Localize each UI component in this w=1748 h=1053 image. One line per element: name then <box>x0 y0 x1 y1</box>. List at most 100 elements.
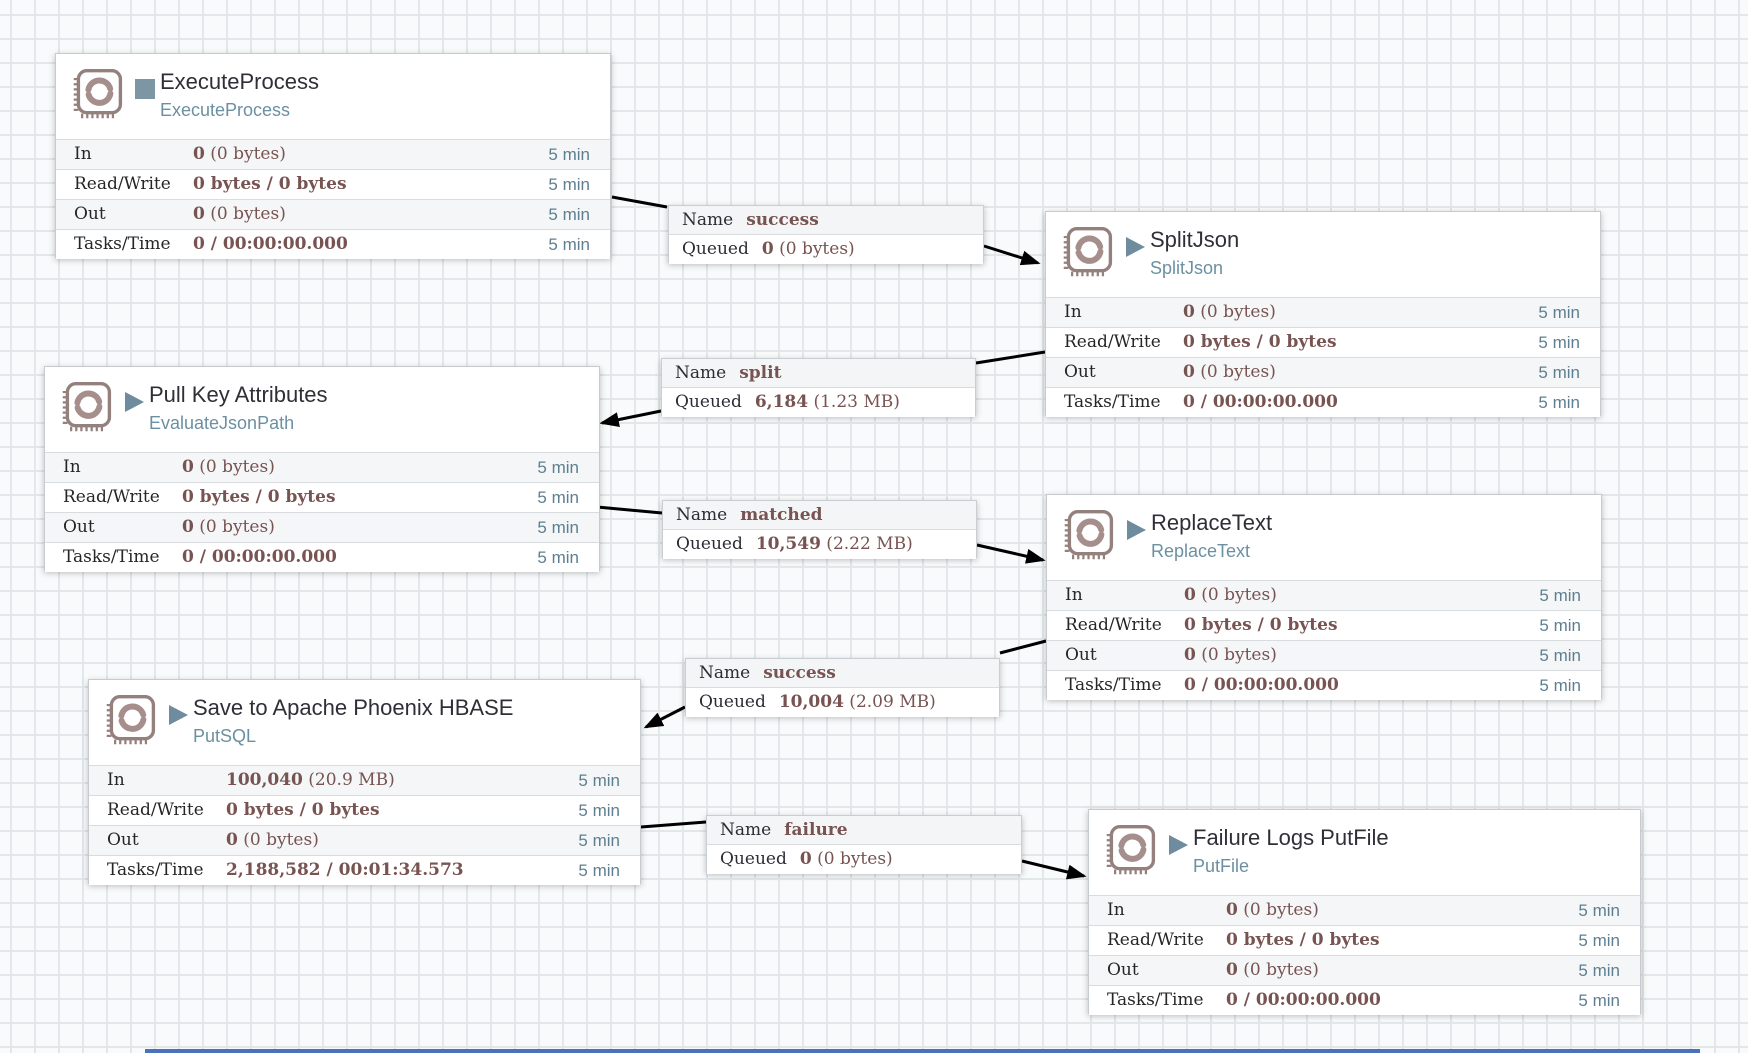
relationship-name: split <box>739 363 782 383</box>
stat-time-window: 5 min <box>1538 303 1580 322</box>
processor-stats: In 0 (0 bytes) 5 min Read/Write 0 bytes … <box>1047 580 1601 700</box>
processor-putfile[interactable]: Failure Logs PutFile PutFile In 0 (0 byt… <box>1088 809 1641 1015</box>
stat-row: Read/Write 0 bytes / 0 bytes 5 min <box>56 169 610 199</box>
processor-name: ExecuteProcess <box>160 69 319 94</box>
processor-type: SplitJson <box>1150 258 1224 278</box>
processor-stamp-icon <box>106 694 156 745</box>
connection-wire[interactable] <box>999 639 1047 655</box>
stat-value: 0 bytes / 0 bytes <box>1183 332 1337 352</box>
connection-wire[interactable] <box>599 409 662 428</box>
relationship-name: success <box>746 210 819 230</box>
stat-value: 0 (0 bytes) <box>193 144 286 164</box>
name-key: Name <box>720 820 772 840</box>
processor-splitjson[interactable]: SplitJson SplitJson In 0 (0 bytes) 5 min… <box>1045 211 1601 417</box>
connection-wire[interactable] <box>975 350 1046 365</box>
connection-wire[interactable] <box>976 543 1046 564</box>
stat-time-window: 5 min <box>1538 363 1580 382</box>
queued-size: (2.22 MB) <box>820 534 913 554</box>
running-icon <box>125 392 144 412</box>
stat-label: Read/Write <box>63 487 160 507</box>
stat-time-window: 5 min <box>1578 901 1620 920</box>
processor-stamp-icon <box>1064 509 1114 560</box>
stat-time-window: 5 min <box>537 488 579 507</box>
queued-key: Queued <box>699 692 766 712</box>
stat-row: Read/Write 0 bytes / 0 bytes 5 min <box>1089 925 1640 955</box>
stat-time-window: 5 min <box>548 175 590 194</box>
stat-label: Out <box>1065 645 1097 665</box>
stat-value: 0 (0 bytes) <box>193 204 286 224</box>
stat-time-window: 5 min <box>1578 991 1620 1010</box>
processor-replacetext[interactable]: ReplaceText ReplaceText In 0 (0 bytes) 5… <box>1046 494 1602 700</box>
stat-row: Out 0 (0 bytes) 5 min <box>1046 357 1600 387</box>
relationship-name: matched <box>740 505 823 525</box>
connection-wire[interactable] <box>643 705 686 729</box>
stat-value: 0 (0 bytes) <box>1184 645 1277 665</box>
stat-row: Read/Write 0 bytes / 0 bytes 5 min <box>89 795 640 825</box>
queued-size: (0 bytes) <box>773 239 855 259</box>
processor-stamp-icon <box>73 68 123 119</box>
connection-wire[interactable] <box>596 505 663 515</box>
stat-time-window: 5 min <box>1539 616 1581 635</box>
queued-count: 6,184 <box>754 392 809 412</box>
connection-wire[interactable] <box>611 195 668 209</box>
stat-row: Read/Write 0 bytes / 0 bytes 5 min <box>1047 610 1601 640</box>
stat-row: Out 0 (0 bytes) 5 min <box>1047 640 1601 670</box>
processor-putsql[interactable]: Save to Apache Phoenix HBASE PutSQL In 1… <box>88 679 641 885</box>
stat-label: Read/Write <box>74 174 171 194</box>
processor-type: ExecuteProcess <box>160 100 291 120</box>
processor-stats: In 0 (0 bytes) 5 min Read/Write 0 bytes … <box>56 139 610 259</box>
processor-stats: In 100,040 (20.9 MB) 5 min Read/Write 0 … <box>89 765 640 885</box>
stat-label: Read/Write <box>1065 615 1162 635</box>
queued-count: 10,549 <box>755 534 821 554</box>
processor-header: ExecuteProcess ExecuteProcess <box>56 54 610 139</box>
stat-row: Tasks/Time 0 / 00:00:00.000 5 min <box>45 542 599 572</box>
stat-time-window: 5 min <box>1538 393 1580 412</box>
stat-label: In <box>1107 900 1125 920</box>
stat-value: 0 (0 bytes) <box>1183 302 1276 322</box>
stat-row: Tasks/Time 2,188,582 / 00:01:34.573 5 mi… <box>89 855 640 885</box>
processor-stats: In 0 (0 bytes) 5 min Read/Write 0 bytes … <box>1046 297 1600 417</box>
processor-stats: In 0 (0 bytes) 5 min Read/Write 0 bytes … <box>45 452 599 572</box>
processor-name: Pull Key Attributes <box>149 382 328 407</box>
stat-label: In <box>107 770 125 790</box>
queued-key: Queued <box>676 534 743 554</box>
stat-value: 0 bytes / 0 bytes <box>1226 930 1380 950</box>
stat-time-window: 5 min <box>578 831 620 850</box>
queued-count: 0 <box>761 239 774 259</box>
stat-label: In <box>1065 585 1083 605</box>
stat-label: Tasks/Time <box>1064 392 1161 412</box>
stat-label: Tasks/Time <box>1065 675 1162 695</box>
connection-queued-row: Queued 10,549 (2.22 MB) <box>663 530 976 559</box>
queued-size: (2.09 MB) <box>843 692 936 712</box>
queued-count: 10,004 <box>778 692 844 712</box>
stat-label: Out <box>63 517 95 537</box>
processor-evaluatejsonpath[interactable]: Pull Key Attributes EvaluateJsonPath In … <box>44 366 600 572</box>
stat-row: In 0 (0 bytes) 5 min <box>56 139 610 169</box>
stat-value: 0 / 00:00:00.000 <box>1226 990 1381 1010</box>
stat-value: 2,188,582 / 00:01:34.573 <box>226 860 464 880</box>
stat-time-window: 5 min <box>537 548 579 567</box>
stat-row: Read/Write 0 bytes / 0 bytes 5 min <box>45 482 599 512</box>
connection-wire[interactable] <box>640 820 707 829</box>
stat-row: Read/Write 0 bytes / 0 bytes 5 min <box>1046 327 1600 357</box>
connection-wire[interactable] <box>1021 859 1087 880</box>
stat-time-window: 5 min <box>548 205 590 224</box>
connection-wire[interactable] <box>983 244 1041 266</box>
stat-label: Out <box>1107 960 1139 980</box>
running-icon <box>1169 835 1188 855</box>
stat-label: Tasks/Time <box>1107 990 1204 1010</box>
queued-size: (1.23 MB) <box>808 392 900 412</box>
processor-executeprocess[interactable]: ExecuteProcess ExecuteProcess In 0 (0 by… <box>55 53 611 259</box>
